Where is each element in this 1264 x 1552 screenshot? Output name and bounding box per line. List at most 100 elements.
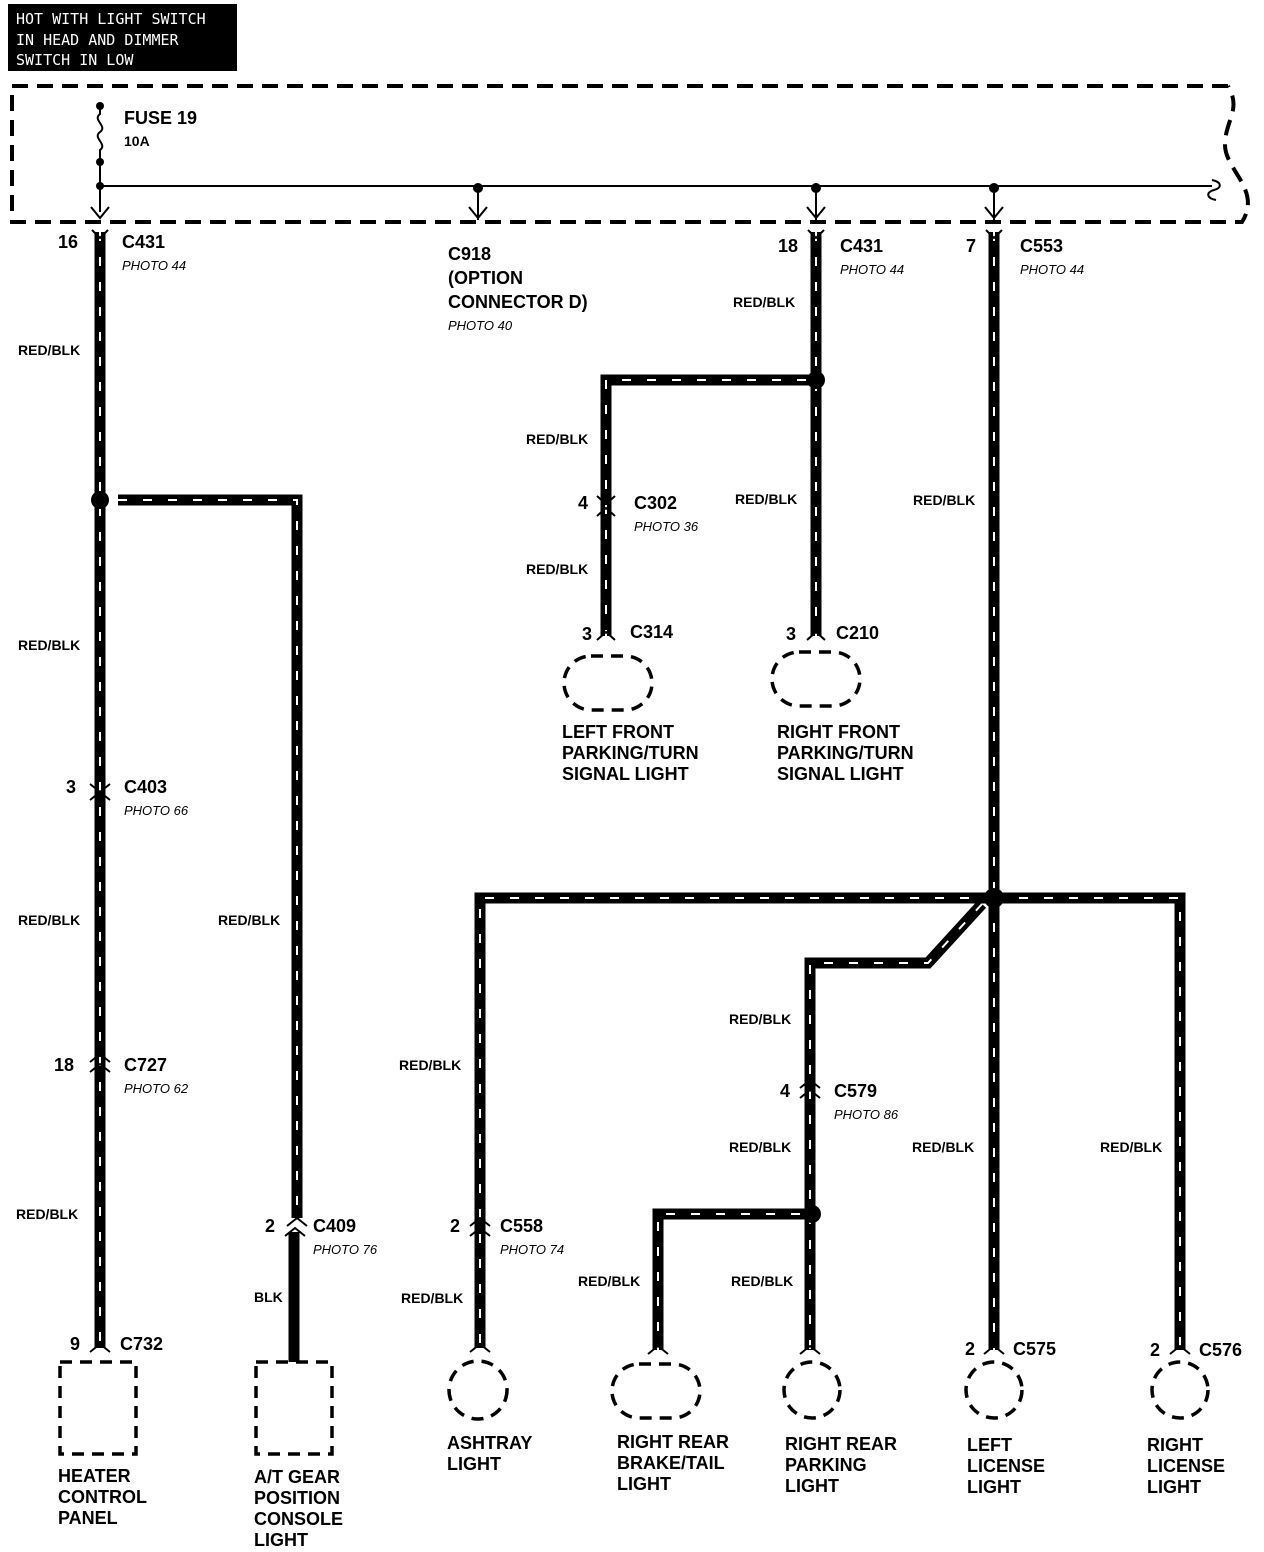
wire-label: RED/BLK <box>729 1011 791 1027</box>
fuse-box-outline <box>10 84 1250 224</box>
wire-ashtray <box>474 892 994 1348</box>
c302-name: C302 <box>634 493 677 513</box>
c575-pin: 2 <box>965 1339 975 1359</box>
c409-photo: PHOTO 76 <box>313 1242 378 1257</box>
c553-name: C553 <box>1020 236 1063 256</box>
wire-label: RED/BLK <box>729 1139 791 1155</box>
fuse-rating: 10A <box>124 133 150 149</box>
at-gear-label-3: CONSOLE <box>254 1509 343 1529</box>
c314-pin: 3 <box>582 624 592 644</box>
c579-pin: 4 <box>780 1081 790 1101</box>
components <box>58 650 1210 1456</box>
c409-name: C409 <box>313 1216 356 1236</box>
header-line-2: IN HEAD AND DIMMER <box>16 31 180 49</box>
c558-pin: 2 <box>450 1216 460 1236</box>
wire-label: RED/BLK <box>1100 1139 1162 1155</box>
wire-right-rear <box>804 900 987 1350</box>
right-front-light-outline <box>770 650 862 708</box>
wire-label: RED/BLK <box>16 1206 78 1222</box>
c210-name: C210 <box>836 623 879 643</box>
wire-right-license <box>994 892 1186 1350</box>
left-front-label-3: SIGNAL LIGHT <box>562 764 689 784</box>
c579-photo: PHOTO 86 <box>834 1107 899 1122</box>
c558-name: C558 <box>500 1216 543 1236</box>
left-front-light-outline <box>562 654 654 712</box>
c918-name: C918 <box>448 244 491 264</box>
at-gear-label-2: POSITION <box>254 1488 340 1508</box>
c732-name: C732 <box>120 1334 163 1354</box>
c210-pin: 3 <box>786 624 796 644</box>
c732-pin: 9 <box>70 1334 80 1354</box>
wire-label: RED/BLK <box>733 294 795 310</box>
wire-label: RED/BLK <box>401 1290 463 1306</box>
c727-name: C727 <box>124 1055 167 1075</box>
left-front-label-2: PARKING/TURN <box>562 743 699 763</box>
c553-photo: PHOTO 44 <box>1020 262 1084 277</box>
wire-label: RED/BLK <box>18 637 80 653</box>
rr-brake-label-2: BRAKE/TAIL <box>617 1453 725 1473</box>
ashtray-light-outline <box>447 1359 509 1421</box>
c918-line3: CONNECTOR D) <box>448 292 588 312</box>
connector-arrows <box>90 206 1004 220</box>
heater-label-3: PANEL <box>58 1508 118 1528</box>
right-license-label-1: RIGHT <box>1147 1435 1203 1455</box>
c727-pin: 18 <box>54 1055 74 1075</box>
fuse-name: FUSE 19 <box>124 108 197 128</box>
at-gear-label-1: A/T GEAR <box>254 1467 340 1487</box>
connector-markers <box>89 229 1191 1355</box>
wire-label: RED/BLK <box>18 912 80 928</box>
internal-bus <box>96 179 1221 220</box>
c431-right-photo: PHOTO 44 <box>840 262 904 277</box>
right-license-label-3: LIGHT <box>1147 1477 1201 1497</box>
rr-parking-label-1: RIGHT REAR <box>785 1434 897 1454</box>
header-box: HOT WITH LIGHT SWITCH IN HEAD AND DIMMER… <box>8 4 237 71</box>
c302-pin: 4 <box>578 493 588 513</box>
rr-parking-light-outline <box>782 1360 842 1420</box>
c314-name: C314 <box>630 622 673 642</box>
header-line-3: SWITCH IN LOW <box>16 51 134 69</box>
rr-parking-label-3: LIGHT <box>785 1476 839 1496</box>
wire-label: RED/BLK <box>578 1273 640 1289</box>
wire-label-blk: BLK <box>254 1289 283 1305</box>
at-gear-light-outline <box>254 1360 334 1456</box>
c431-left-pin: 16 <box>58 232 78 252</box>
left-license-label-3: LIGHT <box>967 1477 1021 1497</box>
c579-name: C579 <box>834 1081 877 1101</box>
left-license-label-1: LEFT <box>967 1435 1012 1455</box>
right-front-label-2: PARKING/TURN <box>777 743 914 763</box>
rr-parking-label-2: PARKING <box>785 1455 867 1475</box>
heater-label-2: CONTROL <box>58 1487 147 1507</box>
heater-panel-outline <box>58 1360 138 1456</box>
wire-label: RED/BLK <box>218 912 280 928</box>
left-front-label-1: LEFT FRONT <box>562 722 674 742</box>
wire-label: RED/BLK <box>526 431 588 447</box>
c403-pin: 3 <box>66 777 76 797</box>
wires <box>94 232 1186 1362</box>
wire-at-gear <box>118 494 303 1218</box>
wire-label: RED/BLK <box>526 561 588 577</box>
rr-brake-label-3: LIGHT <box>617 1474 671 1494</box>
c576-name: C576 <box>1199 1340 1242 1360</box>
wire-label: RED/BLK <box>18 342 80 358</box>
c575-name: C575 <box>1013 1339 1056 1359</box>
wire-label: RED/BLK <box>912 1139 974 1155</box>
c409-pin: 2 <box>265 1216 275 1236</box>
ashtray-label-1: ASHTRAY <box>447 1433 532 1453</box>
c431-left-photo: PHOTO 44 <box>122 258 186 273</box>
wire-color-labels: RED/BLK RED/BLK RED/BLK RED/BLK RED/BLK … <box>16 294 1162 1306</box>
left-license-label-2: LICENSE <box>967 1456 1045 1476</box>
c727-photo: PHOTO 62 <box>124 1081 189 1096</box>
c431-left-name: C431 <box>122 232 165 252</box>
right-license-label-2: LICENSE <box>1147 1456 1225 1476</box>
c302-photo: PHOTO 36 <box>634 519 699 534</box>
wire-label: RED/BLK <box>399 1057 461 1073</box>
at-gear-label-4: LIGHT <box>254 1530 308 1550</box>
c431-right-name: C431 <box>840 236 883 256</box>
c576-pin: 2 <box>1150 1340 1160 1360</box>
c431-right-pin: 18 <box>778 236 798 256</box>
heater-label-1: HEATER <box>58 1466 131 1486</box>
left-license-light-outline <box>964 1360 1024 1420</box>
wire-label: RED/BLK <box>731 1273 793 1289</box>
c403-name: C403 <box>124 777 167 797</box>
